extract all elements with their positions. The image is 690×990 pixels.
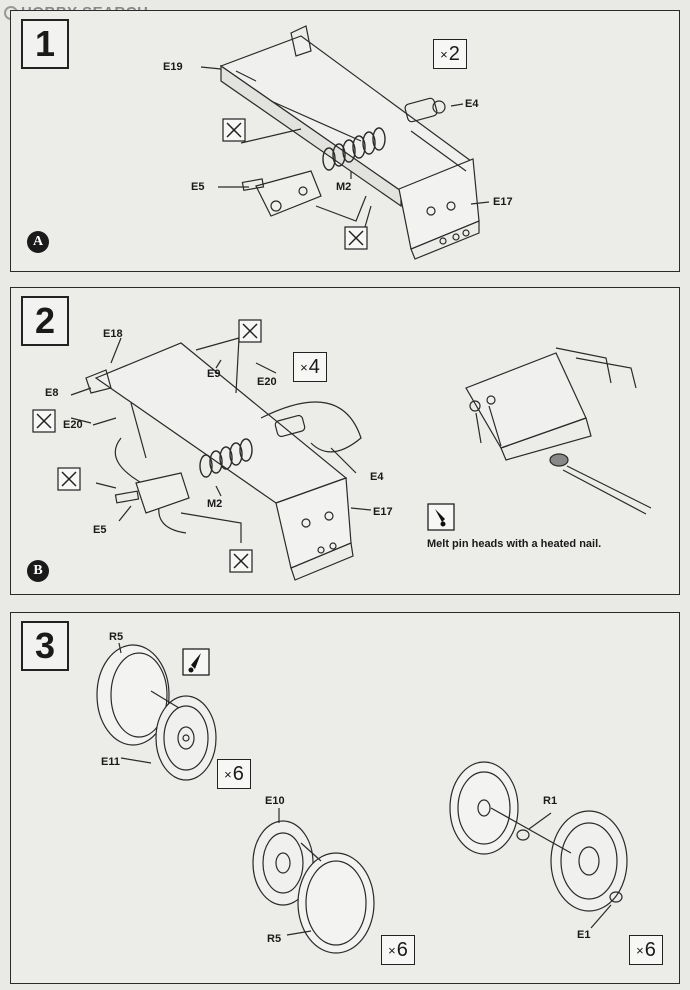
part-label-e20-left: E20 [63,419,83,431]
multiply-sign: × [440,46,448,62]
marker-letter: A [32,234,44,249]
subassembly-marker-b: B [27,560,49,582]
part-label-m2: M2 [336,181,352,193]
step-number-box: 1 [21,19,69,69]
multiply-sign: × [224,766,232,782]
quantity-multiplier-b: ×6 [381,935,415,965]
multiply-sign: × [636,942,644,958]
step-number: 3 [34,625,56,666]
step-number-box: 2 [21,296,69,346]
part-label-e5: E5 [93,524,107,536]
multiply-sign: × [388,942,396,958]
multiplier-value: 6 [396,938,408,961]
multiplier-value: 6 [232,762,244,785]
quantity-multiplier: ×2 [433,39,467,69]
part-label-r5-upper: R5 [109,631,124,643]
part-label-r5-lower: R5 [267,933,282,945]
step-3-drawing [96,642,628,954]
part-label-e1: E1 [577,929,591,941]
part-label-e11: E11 [101,756,120,768]
subassembly-marker-a: A [27,231,49,253]
multiplier-value: 2 [448,42,460,65]
step-1-panel: 1 ×2 E19 E4 E5 M2 E17 A [10,10,680,272]
step-2-drawing [32,319,652,581]
step-1-drawing [200,25,490,260]
part-label-e10: E10 [265,795,285,807]
multiplier-value: 6 [644,938,656,961]
part-label-e19: E19 [163,61,183,73]
part-label-e8: E8 [45,387,59,399]
step-number: 2 [34,300,56,341]
part-label-e4: E4 [465,98,479,110]
quantity-multiplier-c: ×6 [629,935,663,965]
step-number-box: 3 [21,621,69,671]
quantity-multiplier-a: ×6 [217,759,251,789]
instruction-note: Melt pin heads with a heated nail. [427,538,602,550]
part-label-e9: E9 [207,368,221,380]
part-label-m2: M2 [207,498,223,510]
step-2-panel: 2 ×4 E18 E8 E20 E9 E20 E4 M2 E5 E17 Melt… [10,287,680,595]
part-label-e4: E4 [370,471,384,483]
part-label-e17: E17 [373,506,393,518]
step-3-panel: 3 ×6 ×6 ×6 R5 E11 E10 R5 R1 E1 [10,612,680,984]
multiplier-value: 4 [308,355,320,378]
quantity-multiplier: ×4 [293,352,327,382]
marker-letter: B [33,563,43,578]
part-label-e18: E18 [103,328,123,340]
part-label-e17: E17 [493,196,513,208]
part-label-e20-right: E20 [257,376,277,388]
step-number: 1 [34,23,56,64]
multiply-sign: × [300,359,308,375]
part-label-e5: E5 [191,181,205,193]
part-label-r1: R1 [543,795,558,807]
